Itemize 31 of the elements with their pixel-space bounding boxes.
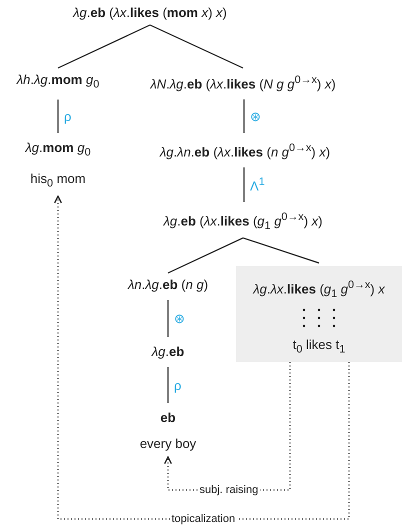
- tree-branch-line: [243, 167, 245, 202]
- rule-label: ⊛: [174, 311, 185, 326]
- sentence-text: t$_{0}$ likes t$_{1}$: [292, 336, 346, 358]
- sentence-text: his$_{0}$ mom: [29, 170, 87, 192]
- formula-text: λg.λx.likes (g$_{1}$ g$^{0→x}$) x: [252, 278, 386, 302]
- tree-branch-line: [168, 237, 244, 274]
- formula-text: λN.λg.eb (λx.likes (N g g$^{0→x}$) x): [150, 71, 336, 94]
- rule-label: ⊛: [250, 108, 261, 124]
- tree-branch-line: [243, 99, 245, 133]
- tree-branch-line: [242, 237, 320, 264]
- rule-label: ρ: [64, 108, 72, 124]
- shaded-panel: [236, 266, 402, 362]
- formula-text: λg.λn.eb (λx.likes (n g$^{0→x}$) x): [160, 139, 330, 162]
- rule-label: Λ$^{1}$: [250, 176, 265, 194]
- dotted-arrow: [54, 196, 350, 520]
- formula-text: eb: [159, 409, 177, 427]
- tree-branch-line: [167, 300, 169, 337]
- edge-label: subj. raising: [198, 484, 260, 496]
- formula-text: λg.eb (λx.likes (g$_{1}$ g$^{0→x}$) x): [164, 208, 322, 235]
- tree-branch-line: [58, 24, 150, 69]
- rule-label: ρ: [174, 378, 182, 392]
- formula-text: λg.eb (λx.likes (mom x) x): [73, 4, 227, 22]
- tree-branch-line: [150, 24, 244, 69]
- tree-branch-line: [57, 100, 59, 133]
- formula-text: λg.eb: [152, 343, 184, 361]
- sentence-text: every boy: [140, 435, 196, 453]
- formula-text: λg.mom g$_{0}$: [25, 139, 91, 161]
- tree-branch-line: [167, 367, 169, 403]
- formula-text: λh.λg.mom g$_{0}$: [16, 71, 100, 94]
- edge-label: topicalization: [170, 513, 238, 525]
- formula-text: λn.λg.eb (n g): [128, 276, 208, 294]
